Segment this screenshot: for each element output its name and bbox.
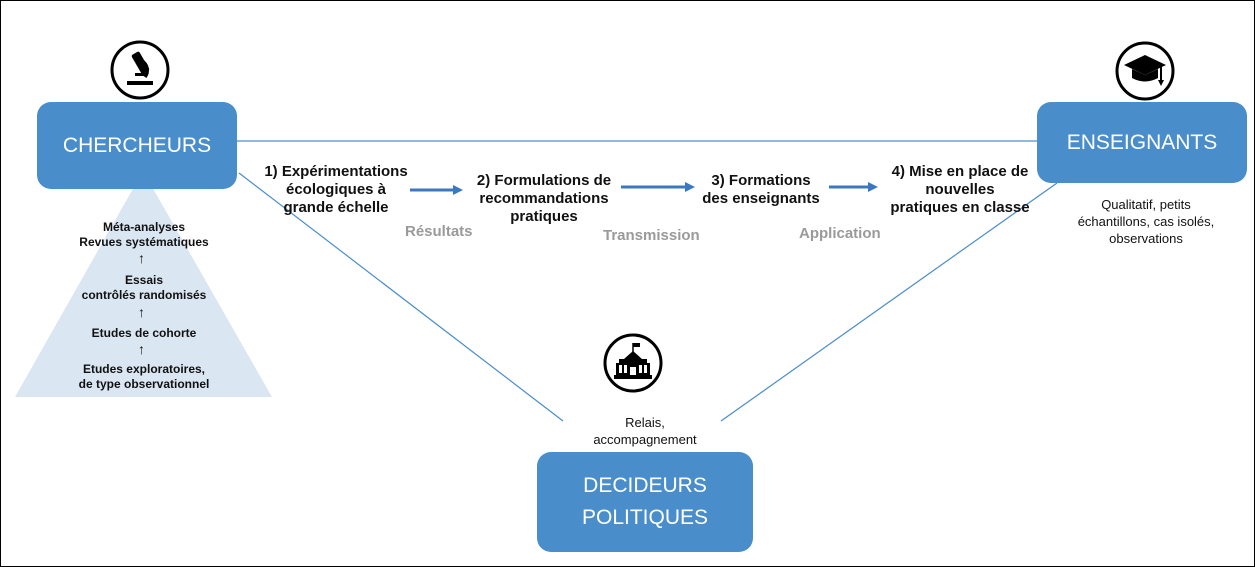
graduation-cap-icon <box>1114 40 1176 107</box>
step-4-line: pratiques en classe <box>890 199 1030 216</box>
teachers-box: ENSEIGNANTS <box>1037 102 1247 183</box>
policy-note-line: Relais, <box>625 415 665 430</box>
step-2-line: pratiques <box>510 208 578 225</box>
transition-resultats: Résultats <box>405 223 473 240</box>
pyramid-line: Etudes exploratoires, <box>82 362 206 376</box>
step-1-line: écologiques à <box>285 181 387 198</box>
policy-label-line2: POLITIQUES <box>581 506 709 529</box>
step-1: 1) Expérimentations écologiques à grande… <box>251 163 421 217</box>
step-4-line: nouvelles <box>925 181 995 198</box>
evidence-pyramid <box>15 171 272 397</box>
teachers-label: ENSEIGNANTS <box>1066 130 1218 154</box>
policy-note: Relais, accompagnement <box>577 414 713 448</box>
researchers-label: CHERCHEURS <box>62 133 212 157</box>
teachers-note: Qualitatif, petits échantillons, cas iso… <box>1061 196 1231 247</box>
transition-transmission: Transmission <box>603 227 700 244</box>
teachers-note-line: échantillons, cas isolés, <box>1077 214 1215 229</box>
policy-label-line1: DECIDEURS <box>583 474 707 497</box>
step-2-line: 2) Formulations de <box>476 172 612 189</box>
up-arrow-icon: ↑ <box>138 341 145 357</box>
step-2: 2) Formulations de recommandations prati… <box>459 172 629 226</box>
step-4: 4) Mise en place de nouvelles pratiques … <box>875 163 1045 217</box>
step-1-line: 1) Expérimentations <box>264 163 408 180</box>
microscope-icon <box>109 39 171 106</box>
step-3-line: 3) Formations <box>711 172 811 189</box>
step-arrows <box>410 182 878 195</box>
pyramid-level-4: Etudes exploratoires, de type observatio… <box>49 362 239 392</box>
policy-note-line: accompagnement <box>593 432 697 447</box>
pyramid-level-3: Etudes de cohorte <box>49 326 239 341</box>
up-arrow-icon: ↑ <box>138 250 145 266</box>
pyramid-line: Revues systématiques <box>79 235 209 249</box>
pyramid-line: Etudes de cohorte <box>91 326 197 340</box>
step-3-line: des enseignants <box>702 190 820 207</box>
pyramid-line: Essais <box>124 273 164 287</box>
step-4-line: 4) Mise en place de <box>891 163 1029 180</box>
step-1-line: grande échelle <box>283 199 389 216</box>
government-building-icon <box>602 332 664 399</box>
pyramid-line: Méta-analyses <box>102 220 186 234</box>
step-2-line: recommandations <box>479 190 609 207</box>
pyramid-level-1: Méta-analyses Revues systématiques <box>49 220 239 250</box>
policy-makers-box: DECIDEURS POLITIQUES <box>537 452 753 552</box>
researchers-box: CHERCHEURS <box>37 102 237 189</box>
line-teachers-policy <box>720 182 1058 422</box>
pyramid-line: contrôlés randomisés <box>81 288 207 302</box>
teachers-note-line: observations <box>1109 231 1183 246</box>
step-3: 3) Formations des enseignants <box>691 172 831 208</box>
pyramid-line: de type observationnel <box>78 377 210 391</box>
teachers-note-line: Qualitatif, petits <box>1101 197 1191 212</box>
up-arrow-icon: ↑ <box>138 304 145 320</box>
line-researchers-policy <box>238 172 564 422</box>
pyramid-level-2: Essais contrôlés randomisés <box>49 273 239 303</box>
transition-application: Application <box>799 225 881 242</box>
